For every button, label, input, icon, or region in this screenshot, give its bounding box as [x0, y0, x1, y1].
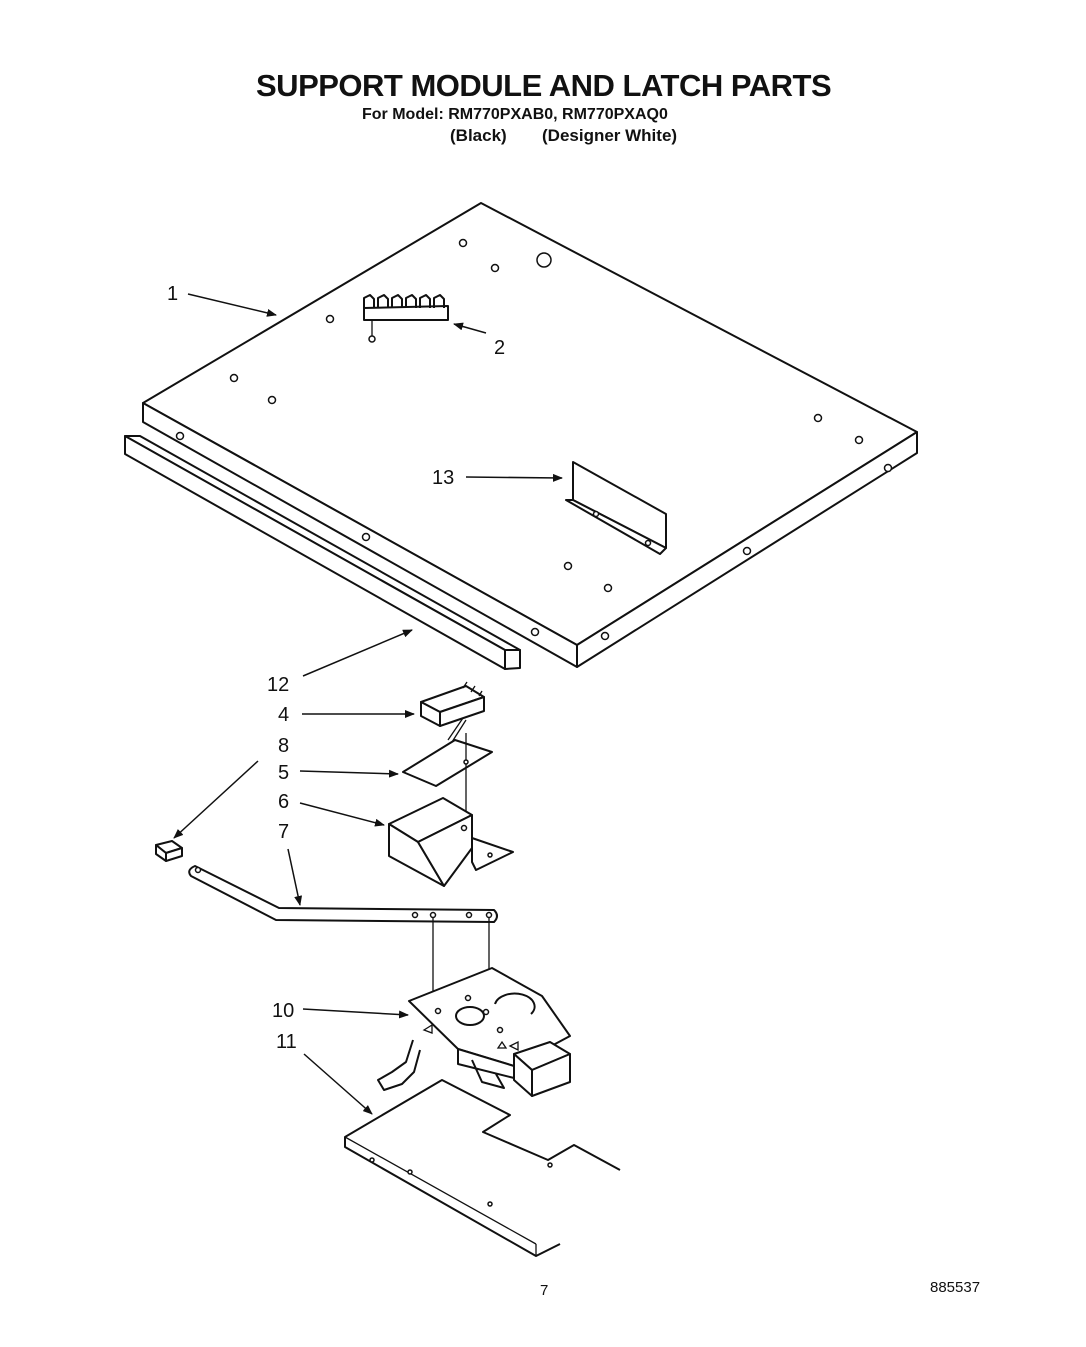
- callout-4: 4: [278, 704, 289, 726]
- callout-2: 2: [494, 337, 505, 359]
- housing-6: [388, 797, 514, 887]
- leader-lines: [173, 293, 563, 1115]
- callout-6: 6: [278, 791, 289, 813]
- page-title: SUPPORT MODULE AND LATCH PARTS: [256, 68, 832, 103]
- strip-12: [124, 435, 521, 670]
- callout-10: 10: [272, 1000, 294, 1022]
- switch-4: [420, 681, 485, 743]
- variant-black-label: (Black): [450, 126, 507, 145]
- support-module-panel: [142, 202, 918, 668]
- callout-8: 8: [278, 735, 289, 757]
- figure-number: 885537: [930, 1279, 981, 1296]
- callout-11: 11: [276, 1031, 297, 1053]
- model-numbers: For Model: RM770PXAB0, RM770PXAQ0: [362, 106, 668, 123]
- callout-1: 1: [167, 283, 178, 305]
- terminal-block: [363, 294, 449, 336]
- page-number: 7: [540, 1282, 549, 1299]
- callout-7: 7: [278, 821, 289, 843]
- latch-assembly-10: [377, 967, 571, 1097]
- callout-13: 13: [432, 467, 454, 489]
- callout-12: 12: [267, 674, 289, 696]
- variant-white-label: (Designer White): [542, 126, 678, 145]
- base-plate-11: [344, 1079, 621, 1257]
- plate-5: [402, 733, 493, 820]
- block-8: [155, 840, 183, 862]
- callout-5: 5: [278, 762, 289, 784]
- bracket-13: [565, 461, 667, 555]
